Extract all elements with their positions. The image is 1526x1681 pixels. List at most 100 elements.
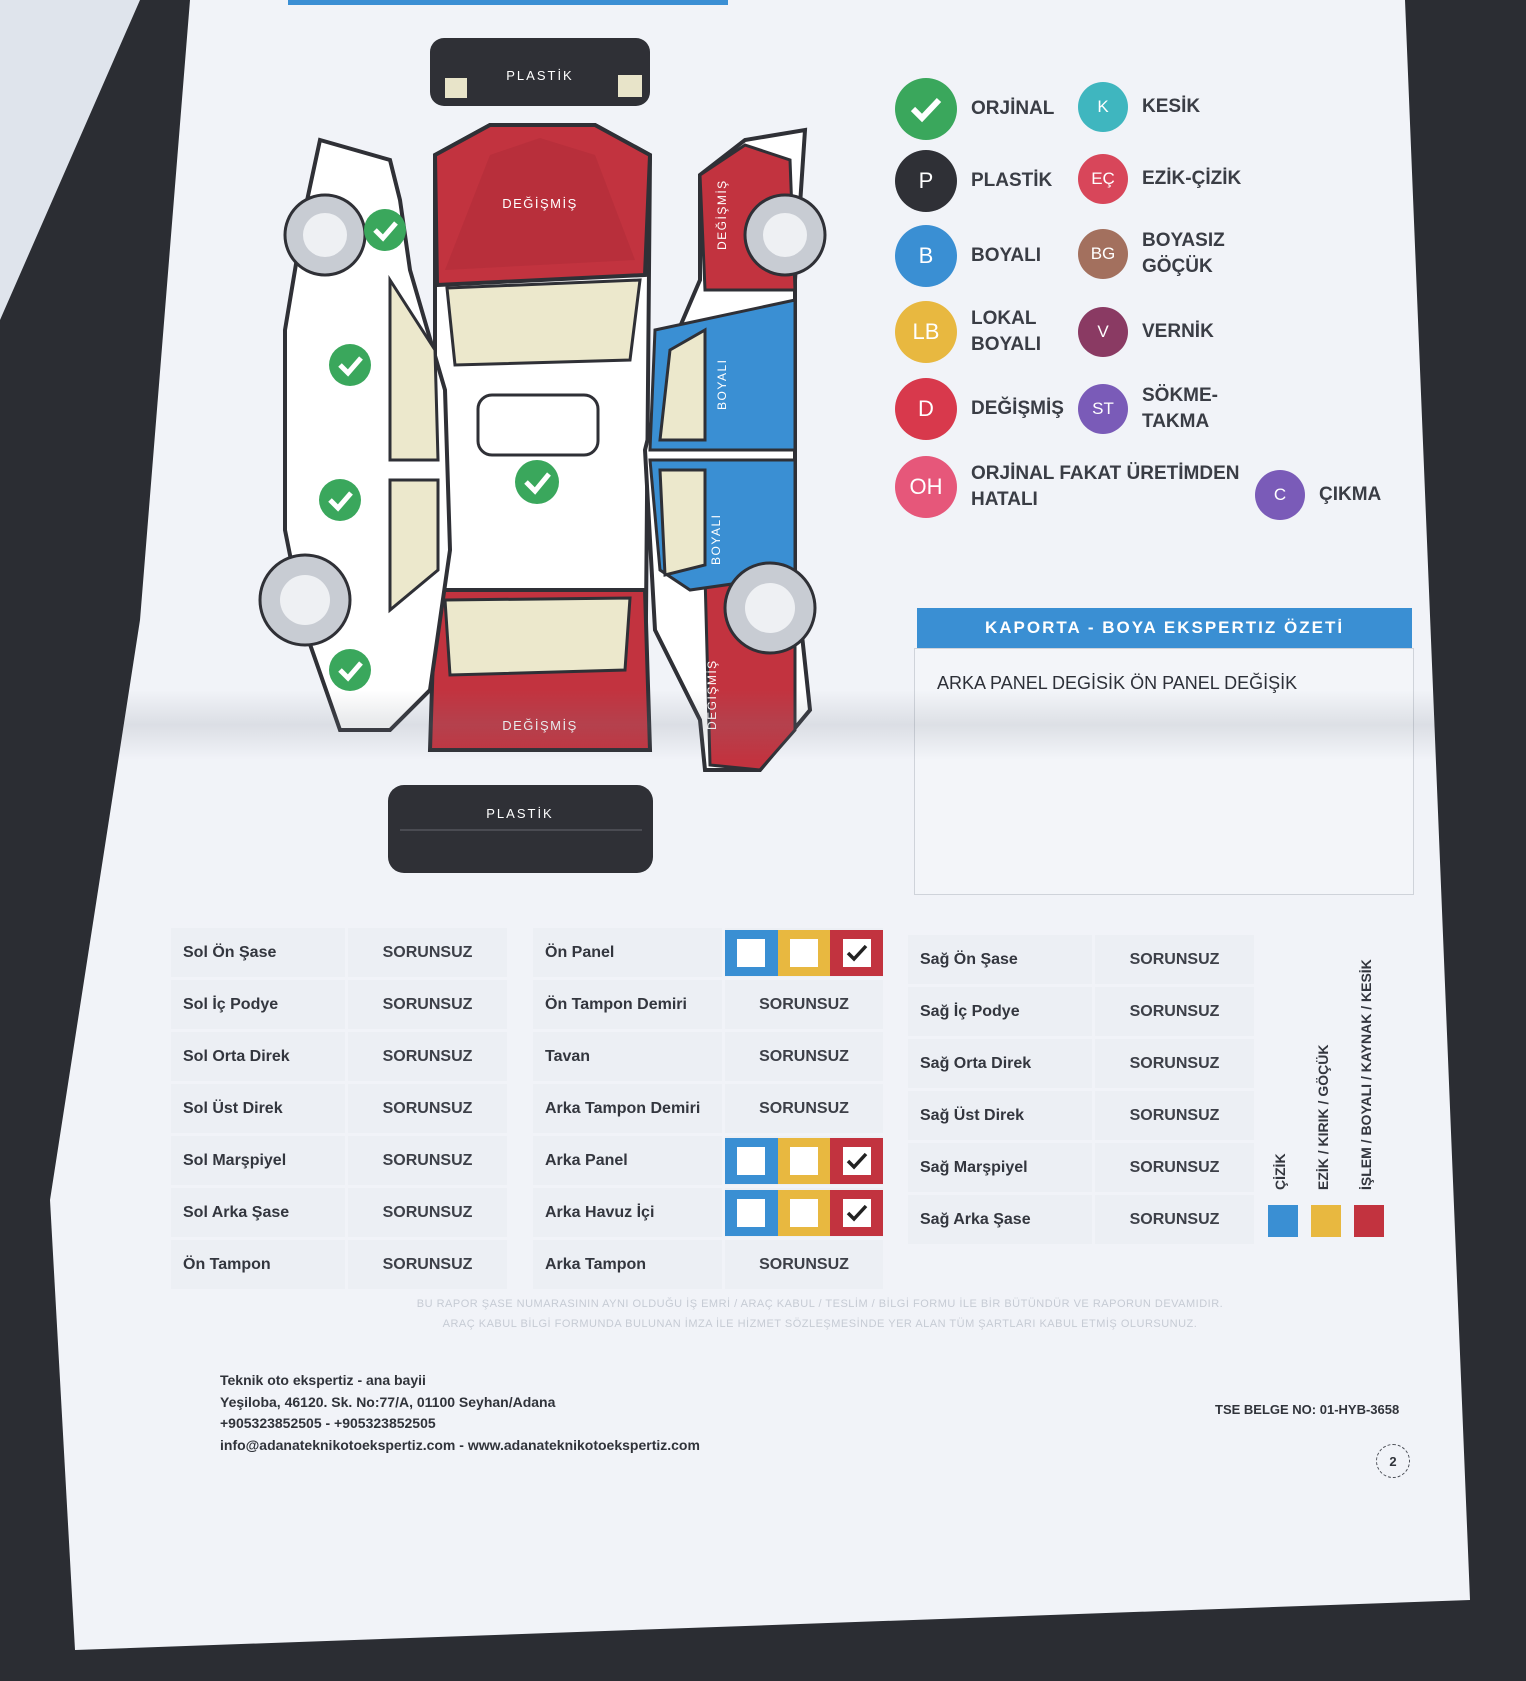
summary-box: ARKA PANEL DEGİSİK ÖN PANEL DEĞİŞİK bbox=[914, 648, 1414, 895]
company-email[interactable]: info@adanateknikotoekspertiz.com bbox=[220, 1437, 456, 1454]
legend-cikma-label: ÇIKMA bbox=[1319, 484, 1382, 506]
table-row: Ön Panel bbox=[533, 928, 884, 977]
trunk-label: DEĞİŞMİŞ bbox=[502, 718, 578, 733]
legend-plastik-badge: P bbox=[895, 150, 957, 212]
legend-boyali-badge: B bbox=[895, 225, 957, 287]
dent-box[interactable] bbox=[777, 1137, 831, 1184]
right-rear-door-label: BOYALI bbox=[709, 514, 723, 565]
legend-vernik: V VERNİK bbox=[1078, 307, 1214, 357]
part-status: SORUNSUZ bbox=[348, 980, 507, 1029]
work-box[interactable] bbox=[830, 1189, 884, 1236]
part-status: SORUNSUZ bbox=[348, 1084, 507, 1133]
part-name: Ön Tampon bbox=[171, 1240, 345, 1289]
front-bumper: PLASTİK bbox=[430, 38, 650, 106]
part-name: Sağ Orta Direk bbox=[908, 1039, 1092, 1088]
dent-color-swatch bbox=[1311, 1205, 1341, 1237]
summary-title: KAPORTA - BOYA EKSPERTIZ ÖZETİ bbox=[917, 608, 1412, 648]
scratch-legend-label: ÇİZİK bbox=[1272, 1153, 1288, 1190]
company-name: Teknik oto ekspertiz - ana bayii bbox=[220, 1372, 426, 1388]
legend-boyali: B BOYALI bbox=[895, 225, 1041, 287]
legend-orjinal-hatali-badge: OH bbox=[895, 456, 957, 518]
summary-text: ARKA PANEL DEGİSİK ÖN PANEL DEĞİŞİK bbox=[937, 673, 1298, 693]
part-status: SORUNSUZ bbox=[348, 1240, 507, 1289]
damage-boxes bbox=[725, 928, 884, 977]
header-accent-bar bbox=[288, 0, 728, 5]
legend-plastik-label: PLASTİK bbox=[971, 170, 1053, 192]
part-name: Sağ Ön Şase bbox=[908, 935, 1092, 984]
legend-kesik: K KESİK bbox=[1078, 82, 1200, 132]
legend-sokme-takma: ST SÖKME-TAKMA bbox=[1078, 383, 1218, 434]
part-status: SORUNSUZ bbox=[348, 1136, 507, 1185]
scratch-color-swatch bbox=[1268, 1205, 1298, 1237]
left-rear-door-original-check-icon bbox=[328, 491, 353, 512]
car-top-view: DEĞİŞMİŞ DEĞİŞMİŞ bbox=[427, 123, 653, 752]
part-status: SORUNSUZ bbox=[348, 928, 507, 977]
legend-boyasiz-gocuk-badge: BG bbox=[1078, 228, 1128, 279]
footer-contact: Teknik oto ekspertiz - ana bayii Yeşilob… bbox=[220, 1370, 700, 1457]
part-status: SORUNSUZ bbox=[725, 1032, 883, 1081]
legend-lokal-boyali-badge: LB bbox=[895, 301, 957, 363]
part-status: SORUNSUZ bbox=[1095, 1143, 1254, 1192]
scratch-box[interactable] bbox=[725, 1137, 778, 1184]
tse-certificate: TSE BELGE NO: 01-HYB-3658 bbox=[1215, 1402, 1400, 1417]
part-status: SORUNSUZ bbox=[1095, 1039, 1254, 1088]
table-row: Arka Havuz İçi bbox=[533, 1188, 884, 1237]
car-diagram-svg: PLASTİK PLASTİK DEĞİŞMİŞ DEĞİŞMİŞ bbox=[258, 38, 827, 873]
part-name: Ön Panel bbox=[533, 928, 722, 977]
left-front-door-original-check-icon bbox=[338, 356, 363, 377]
part-status: SORUNSUZ bbox=[348, 1188, 507, 1237]
legend-vernik-label: VERNİK bbox=[1142, 321, 1214, 343]
right-rear-fender-label: DEĞİŞMİŞ bbox=[704, 659, 719, 730]
part-status: SORUNSUZ bbox=[725, 980, 883, 1029]
checkmark-icon bbox=[846, 1152, 867, 1170]
legend-degismis-label: DEĞİŞMİŞ bbox=[971, 398, 1064, 420]
company-website[interactable]: www.adanateknikotoekspertiz.com bbox=[467, 1437, 700, 1454]
part-name: Sol Üst Direk bbox=[171, 1084, 345, 1133]
part-status: SORUNSUZ bbox=[725, 1240, 883, 1289]
work-box[interactable] bbox=[830, 929, 884, 976]
scratch-box[interactable] bbox=[725, 1189, 778, 1236]
part-name: Sol Arka Şase bbox=[171, 1188, 345, 1237]
original-check-icon bbox=[895, 78, 957, 140]
dent-box[interactable] bbox=[777, 1189, 831, 1236]
dent-box[interactable] bbox=[777, 929, 831, 976]
part-name: Sağ Marşpiyel bbox=[908, 1143, 1092, 1192]
legend-kesik-badge: K bbox=[1078, 82, 1128, 132]
work-box[interactable] bbox=[830, 1137, 884, 1184]
car-diagram: PLASTİK PLASTİK DEĞİŞMİŞ DEĞİŞMİŞ bbox=[250, 30, 910, 890]
part-name: Arka Tampon bbox=[533, 1240, 722, 1289]
rear-bumper: PLASTİK bbox=[388, 785, 653, 873]
right-front-fender-label: DEĞİŞMİŞ bbox=[714, 179, 729, 250]
legend-cikma: C ÇIKMA bbox=[1255, 470, 1381, 520]
hood-label: DEĞİŞMİŞ bbox=[502, 196, 578, 211]
part-name: Arka Panel bbox=[533, 1136, 722, 1185]
legend-plastik: P PLASTİK bbox=[895, 150, 1052, 212]
part-name: Tavan bbox=[533, 1032, 722, 1081]
dent-legend-label: EZİK / KIRIK / GÖÇÜK bbox=[1315, 1044, 1331, 1190]
left-front-fender-original-check-icon bbox=[373, 221, 398, 242]
legend-degismis-badge: D bbox=[895, 378, 957, 440]
part-name: Arka Tampon Demiri bbox=[533, 1084, 722, 1133]
part-name: Sağ İç Podye bbox=[908, 987, 1092, 1036]
legend-ezik-cizik-badge: EÇ bbox=[1078, 154, 1128, 204]
part-status: SORUNSUZ bbox=[348, 1032, 507, 1081]
rear-bumper-label: PLASTİK bbox=[486, 806, 553, 821]
scratch-box[interactable] bbox=[725, 929, 778, 976]
legend-cikma-badge: C bbox=[1255, 470, 1305, 520]
report-page: PLASTİK PLASTİK DEĞİŞMİŞ DEĞİŞMİŞ bbox=[50, 0, 1470, 1650]
